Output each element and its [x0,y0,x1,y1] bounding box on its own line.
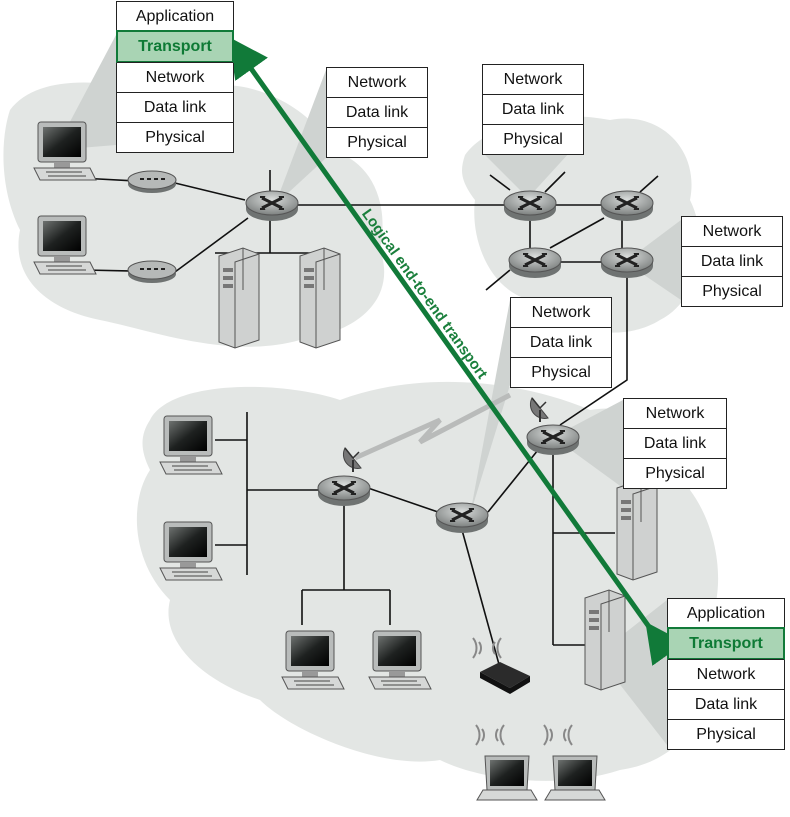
layer-network: Network [702,223,762,240]
callout-wedge [55,35,116,150]
layer-network: Network [503,71,563,88]
layer-data-link: Data link [668,689,784,719]
layer-physical: Physical [117,122,233,152]
layer-data-link: Data link [117,92,233,122]
router-icon [599,246,655,280]
protocol-stack-host-top-left: Application Transport Network Data link … [116,1,234,153]
modem-icon [127,170,177,194]
protocol-stack-router-middle: Network Data link Physical [510,297,612,388]
layer-network: Network [347,74,407,91]
layer-data-link: Data link [327,97,427,127]
protocol-stack-router-top-right: Network Data link Physical [482,64,584,155]
protocol-stack-router-right-upper: Network Data link Physical [681,216,783,307]
server-tower-icon [299,247,341,349]
router-icon [244,189,300,223]
layer-network: Network [531,304,591,321]
layer-application: Application [135,8,215,25]
server-tower-icon [616,479,658,581]
layer-physical: Physical [483,124,583,154]
layer-physical: Physical [682,276,782,306]
router-icon [434,501,490,535]
layer-data-link: Data link [511,327,611,357]
wireless-access-point-icon [472,637,530,694]
protocol-stack-router-top-middle: Network Data link Physical [326,67,428,158]
layer-physical: Physical [668,719,784,749]
layer-physical: Physical [511,357,611,387]
layer-physical: Physical [327,127,427,157]
router-icon [507,246,563,280]
protocol-stack-router-right-lower: Network Data link Physical [623,398,727,489]
layer-data-link: Data link [624,428,726,458]
layer-network: Network [668,659,784,689]
router-icon [525,423,581,457]
layer-transport: Transport [667,627,785,660]
layer-data-link: Data link [483,94,583,124]
server-tower-icon [584,589,626,691]
server-tower-icon [218,247,260,349]
layer-network: Network [645,405,705,422]
router-icon [502,189,558,223]
modem-icon [127,260,177,284]
layer-transport: Transport [116,30,234,63]
router-icon [316,474,372,508]
layer-data-link: Data link [682,246,782,276]
protocol-stack-host-bottom-right: Application Transport Network Data link … [667,598,785,750]
layer-network: Network [117,62,233,92]
logical-transport-arrow [228,36,685,666]
router-icon [599,189,655,223]
layer-physical: Physical [624,458,726,488]
layer-application: Application [686,605,766,622]
